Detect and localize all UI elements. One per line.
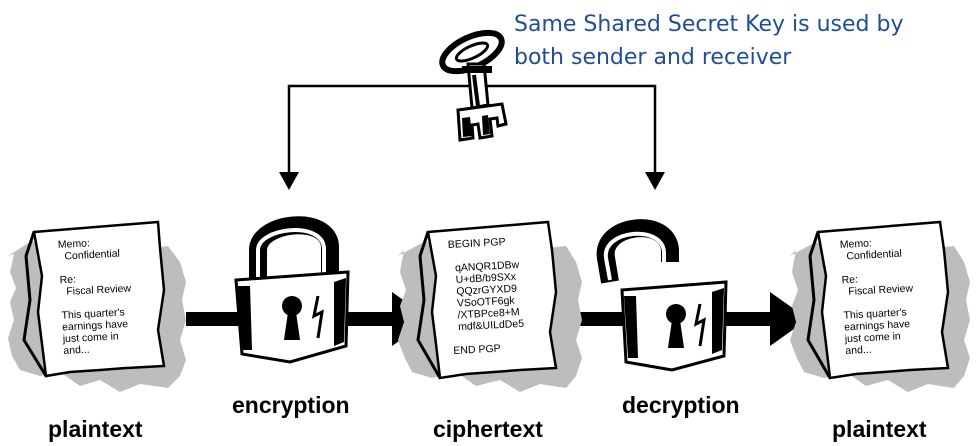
document-curl — [416, 231, 442, 379]
label-encryption: encryption — [232, 392, 350, 418]
document-text-line: BEGIN PGP — [448, 236, 506, 251]
document-text-line: Memo: — [840, 237, 873, 251]
document-text-line: VSoOTF6gk — [457, 295, 516, 310]
document-text-line: and... — [845, 344, 872, 357]
label-ciphertext: ciphertext — [433, 416, 543, 442]
open-padlock-icon — [596, 219, 728, 372]
document-curl — [22, 231, 48, 377]
ciphertext-document: BEGIN PGP qANQR1DBwU+dB/b9SXxQQzrGYXD9VSo… — [398, 220, 582, 392]
document-text-line: Re: — [841, 274, 858, 287]
caption-line-1: Same Shared Secret Key is used by — [514, 12, 904, 37]
arrow-down-to-encryption — [279, 172, 299, 190]
document-text-line: Confidential — [64, 248, 120, 263]
label-plaintext-left: plaintext — [48, 416, 143, 442]
document-text-line: qANQR1DBw — [455, 259, 520, 274]
closed-padlock-icon — [234, 216, 350, 364]
document-text-line: U+dB/b9SXx — [455, 271, 517, 286]
label-plaintext-right: plaintext — [832, 416, 927, 442]
caption-line-2: both sender and receiver — [514, 45, 792, 70]
document-text-line: Memo: — [58, 237, 91, 251]
document-text-line: Fiscal Review — [66, 282, 132, 297]
key-icon — [439, 29, 508, 142]
document-text-line: END PGP — [453, 343, 501, 357]
document-text-line: and... — [63, 344, 90, 357]
document-text-line: /XTBPce8+M — [457, 306, 520, 321]
document-text-line: just come in — [843, 330, 901, 345]
document-page — [426, 220, 558, 380]
document-page — [816, 220, 950, 380]
document-text-line: mdf&UILdDe5 — [458, 318, 525, 333]
document-text-line: Fiscal Review — [848, 282, 914, 297]
document-curl — [806, 231, 832, 379]
document-text-line: This quarter's — [843, 306, 907, 321]
document-page — [32, 220, 166, 378]
document-text-line: This quarter's — [61, 306, 125, 321]
document-text-line: just come in — [61, 330, 119, 345]
document-text-line: earnings have — [62, 318, 129, 333]
shared-key-caption: Same Shared Secret Key is used by both s… — [514, 8, 974, 74]
label-decryption: decryption — [622, 392, 740, 418]
document-text-line: earnings have — [844, 318, 911, 333]
document-text-line: Confidential — [846, 248, 902, 263]
arrow-down-to-decryption — [645, 172, 665, 190]
document-text-line: QQzrGYXD9 — [456, 283, 517, 298]
document-text-line: Re: — [59, 274, 76, 287]
